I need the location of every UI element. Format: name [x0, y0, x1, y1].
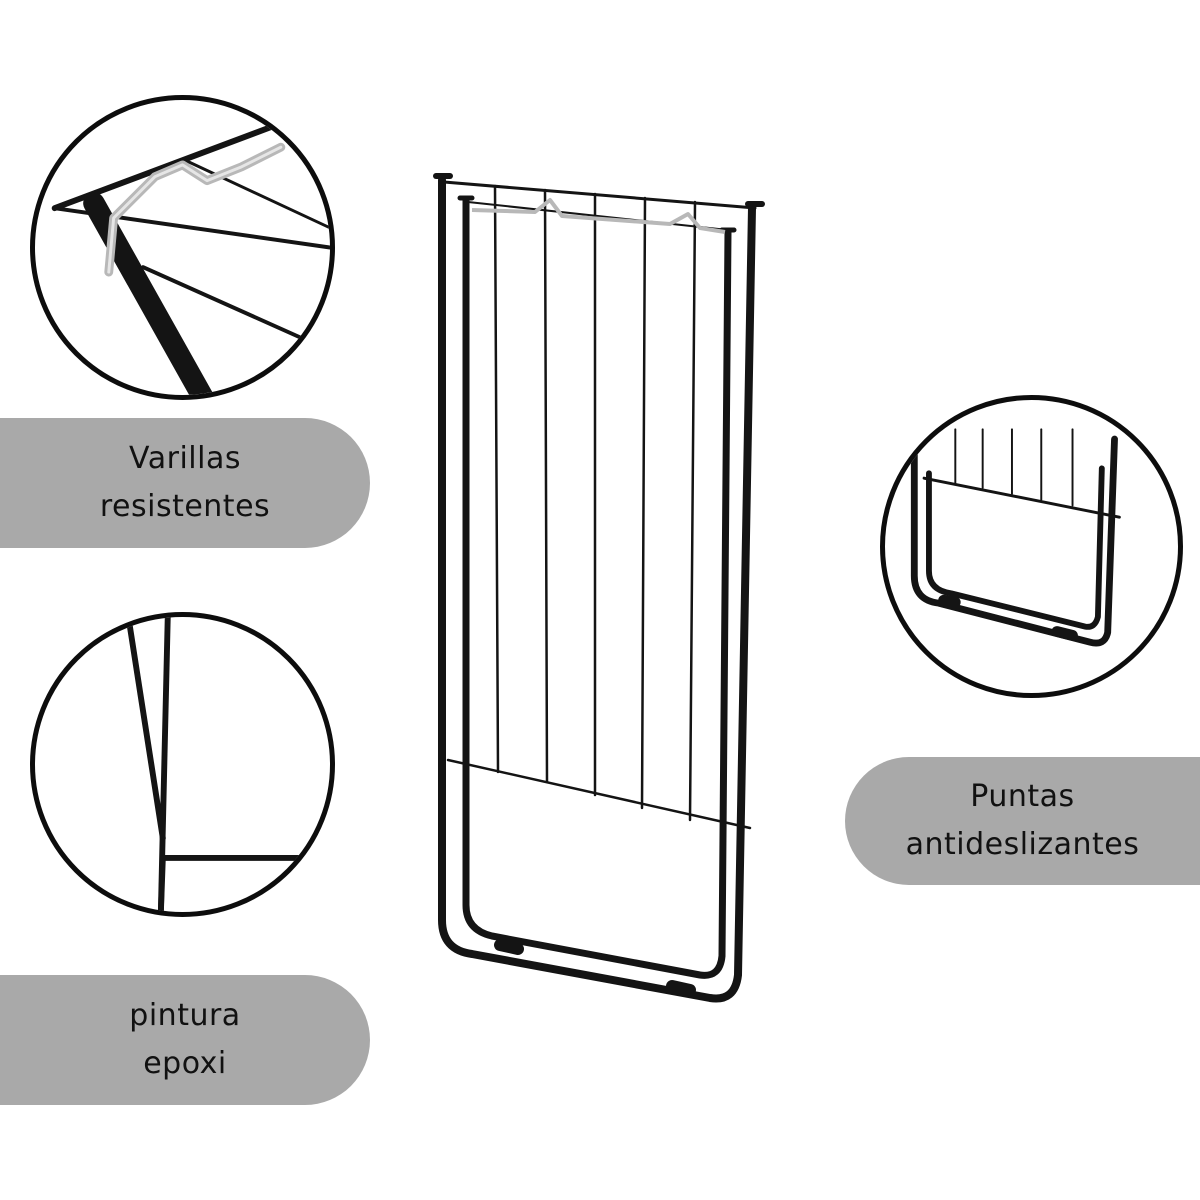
feet-label-line1: Puntas	[970, 779, 1075, 814]
feet-detail-illustration	[910, 428, 1121, 647]
paint-detail-illustration	[125, 617, 330, 912]
rods-detail-circle	[30, 95, 335, 400]
feet-label-line2: antideslizantes	[905, 827, 1140, 862]
paint-feature-label: pintura epoxi	[0, 975, 370, 1105]
rods-label-line2: resistentes	[99, 489, 271, 524]
rods-detail-illustration	[51, 101, 330, 395]
paint-label-line2: epoxi	[143, 1046, 227, 1081]
feet-feature-label: Puntas antideslizantes	[845, 757, 1200, 885]
paint-detail-circle	[30, 612, 335, 917]
rods-label-line1: Varillas	[129, 441, 241, 476]
rods-feature-label: Varillas resistentes	[0, 418, 370, 548]
paint-label-line1: pintura	[129, 998, 241, 1033]
feet-detail-circle	[880, 395, 1183, 698]
drying-rack-product	[433, 173, 765, 1003]
